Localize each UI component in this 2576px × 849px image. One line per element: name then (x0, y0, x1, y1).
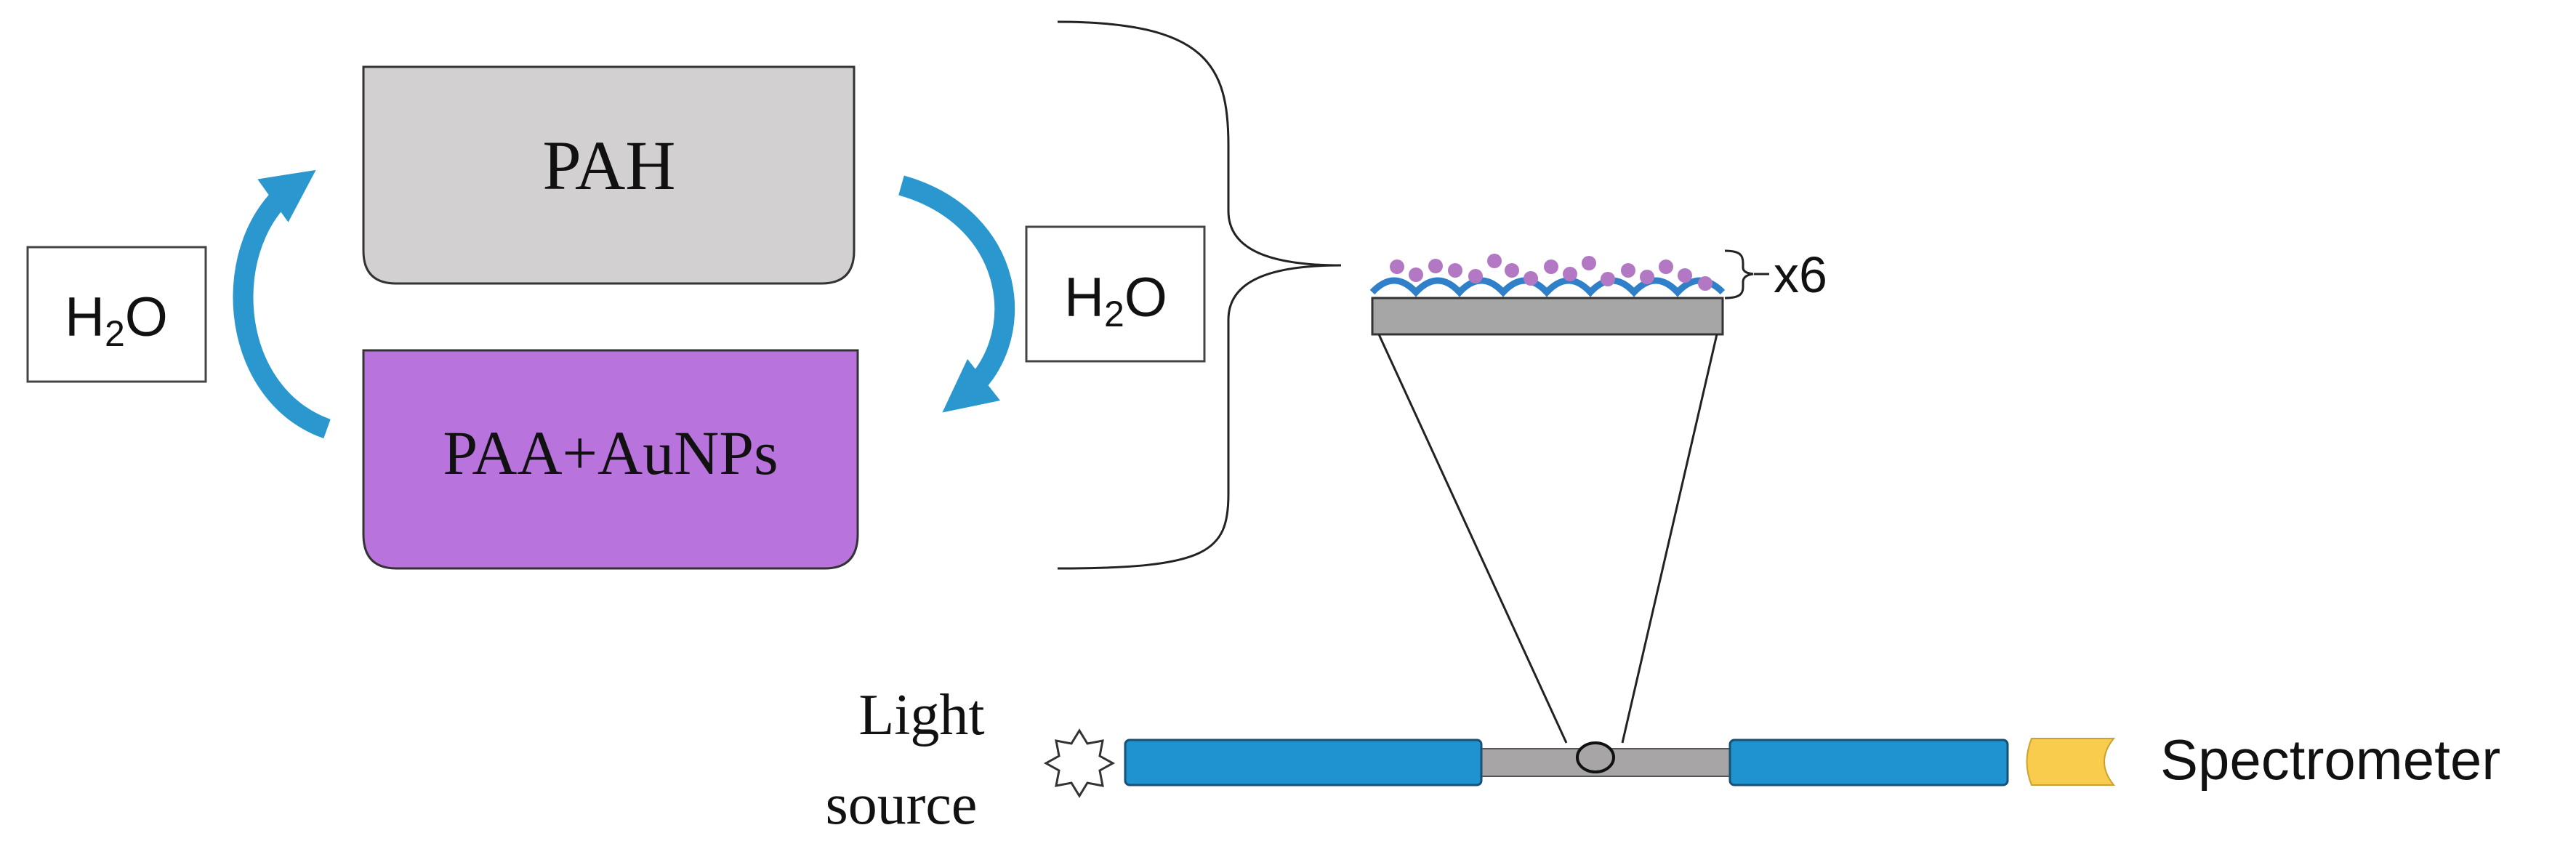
fiber-left (1124, 739, 1483, 786)
layer-count-brace (1724, 249, 1754, 299)
spectrometer-label: Spectrometer (2160, 728, 2500, 792)
pah-beaker (362, 65, 856, 285)
zoom-line-left (1377, 334, 1568, 744)
polymer-layer (1369, 277, 1726, 297)
fiber-right (1728, 739, 2009, 786)
paa-aunps-label: PAA+AuNPs (443, 418, 778, 488)
arrow-to-pah (233, 169, 331, 439)
layer-count-label: x6 (1774, 246, 1827, 303)
zoom-line-right (1621, 334, 1718, 744)
spectrometer-connector (2026, 738, 2116, 786)
substrate (1371, 297, 1724, 336)
paa-aunps-beaker (362, 349, 859, 570)
rinse-label-left: H2O (65, 286, 168, 354)
rinse-box-right (1025, 225, 1206, 363)
rinse-label-right: H2O (1064, 267, 1167, 334)
layer-brace (1057, 20, 1342, 570)
light-source-label-line1: Light (858, 683, 984, 747)
gold-nanoparticles (1390, 254, 1712, 291)
zoom-spot (1576, 741, 1615, 773)
light-source-label-line2: source (826, 773, 978, 837)
light-source-icon (1043, 728, 1116, 798)
arrow-to-paa (898, 175, 1015, 413)
pah-label: PAH (542, 126, 675, 204)
rinse-box-left (26, 246, 207, 383)
